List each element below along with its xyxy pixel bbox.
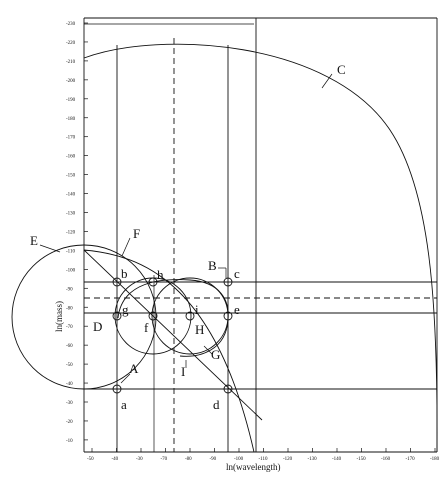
curve-i [117,279,229,357]
curve-label-c: C [337,62,346,77]
y-tick-label: -140 [66,193,76,198]
label-leaders [39,73,333,384]
marker-c [223,277,233,287]
leader-f [121,237,131,257]
x-axis-ticks: -50 -40 -30 -70 -80 -90 -100 -110 -120 -130 -140 -1… [87,448,440,462]
y-tick-label: -130 [66,212,76,217]
curve-label-i: I [181,364,185,379]
marker-a [112,384,122,394]
curve-labels: A B C D E F G H I [30,62,346,379]
x-tick-label: -40 [112,457,119,462]
x-tick-label: -90 [210,457,217,462]
leader-g [203,345,213,355]
x-tick-label: -30 [136,457,143,462]
curve-f [83,249,255,453]
point-label-i: i [195,302,199,317]
curve-label-g: G [211,347,220,362]
horizontal-lines [84,281,437,390]
y-tick-label: -200 [66,79,76,84]
x-tick-label: -130 [308,457,318,462]
curve-label-e: E [30,233,38,248]
leader-e [39,244,61,253]
x-tick-label: -180 [430,457,440,462]
y-tick-label: -10 [66,439,73,444]
marker-i [185,311,195,321]
y-tick-label: -210 [66,60,76,65]
curve-label-f: F [133,226,140,241]
y-tick-label: -100 [66,268,76,273]
marker-f [148,311,158,321]
y-tick-label: -90 [66,287,73,292]
x-tick-label: -100 [234,457,244,462]
y-tick-label: -30 [66,401,73,406]
leader-a [120,373,131,384]
y-tick-label: -220 [66,41,76,46]
marker-e [223,311,233,321]
marker-g [112,311,122,321]
x-tick-label: -120 [283,457,293,462]
y-tick-label: -180 [66,117,76,122]
x-tick-label: -140 [332,457,342,462]
point-label-a: a [121,397,127,412]
y-axis-label: ln(mass) [54,301,64,332]
x-tick-label: -70 [161,457,168,462]
x-tick-label: -110 [259,457,268,462]
leader-c [321,73,333,89]
point-label-c: c [234,266,240,281]
y-tick-label: -150 [66,174,76,179]
point-label-f: f [144,320,149,335]
diagonal-line [83,249,263,421]
x-axis-label: ln(wavelength) [226,462,280,472]
y-tick-label: -170 [66,136,76,141]
point-markers [112,277,233,394]
curve-label-d: D [93,319,102,334]
marker-b [112,277,122,287]
x-tick-label: -160 [381,457,391,462]
y-tick-label: -190 [66,98,76,103]
vertical-lines [116,38,229,452]
x-tick-label: -170 [406,457,416,462]
y-tick-label: -50 [66,363,73,368]
y-tick-label: -40 [66,382,73,387]
y-tick-label: -60 [66,344,73,349]
y-tick-label: -80 [66,306,73,311]
point-labels: b c h g f i e a d [121,266,240,412]
curve-label-a: A [129,361,139,376]
point-label-e: e [234,302,240,317]
curve-label-b: B [208,258,217,273]
y-tick-label: -110 [66,249,75,254]
y-tick-label: -120 [66,230,76,235]
curve-c-arc [83,43,438,453]
circle-e [11,244,157,390]
marker-h [148,277,158,287]
point-label-g: g [122,302,129,317]
x-tick-label: -150 [357,457,367,462]
marker-d [223,384,233,394]
point-label-h: h [157,267,164,282]
y-axis-ticks: -230 -220 -210 -200 -190 -180 -170 -160 -150 -140… [66,22,88,444]
point-label-d: d [213,397,220,412]
y-tick-label: -20 [66,420,73,425]
point-label-b: b [121,266,128,281]
curve-label-h: H [195,322,204,337]
y-tick-label: -160 [66,155,76,160]
y-tick-label: -230 [66,22,76,27]
x-tick-label: -50 [87,457,94,462]
x-tick-label: -80 [185,457,192,462]
y-tick-label: -70 [66,325,73,330]
